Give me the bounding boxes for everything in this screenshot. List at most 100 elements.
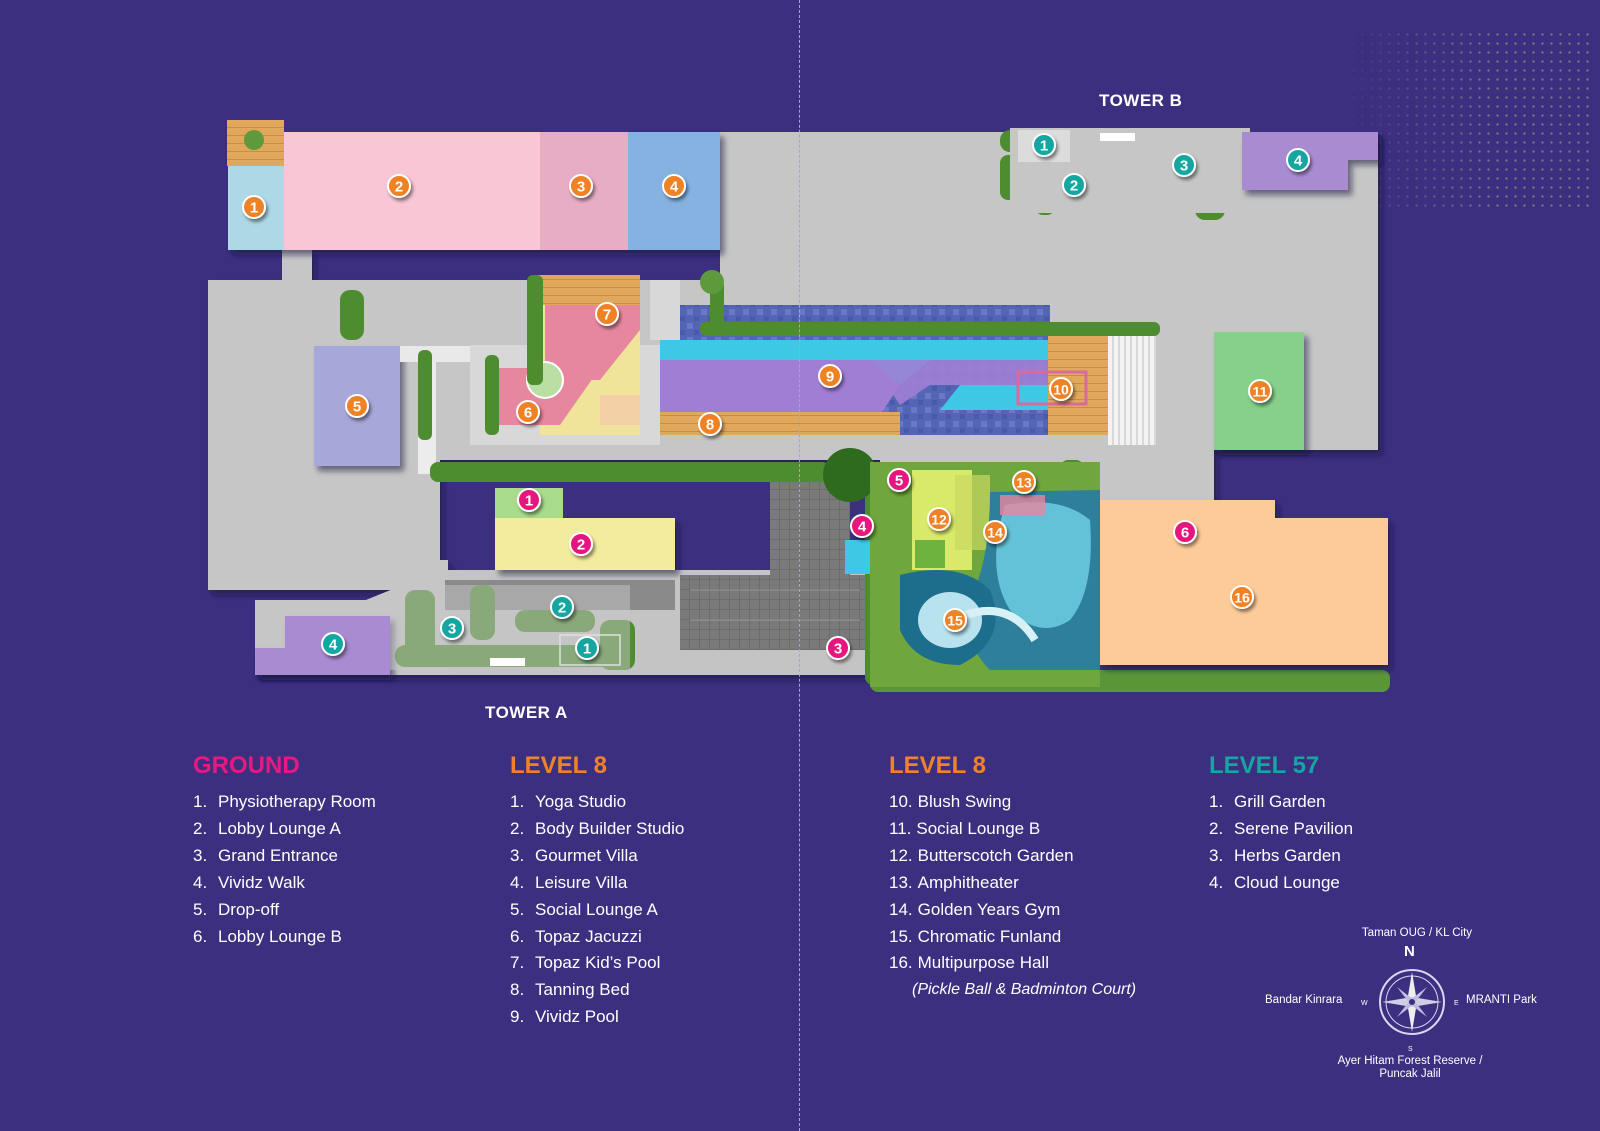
page-divider	[799, 0, 800, 1131]
multipurpose-hall-block	[1100, 500, 1388, 665]
map-marker-level57-a-1: 1	[575, 636, 599, 660]
legend-item-label: Butterscotch Garden	[917, 845, 1074, 865]
map-marker-ground-4: 4	[850, 514, 874, 538]
legend-item-number: 4.	[1209, 872, 1224, 892]
legend-item: 6. Topaz Jacuzzi	[510, 924, 684, 951]
legend-item-number: 1.	[1209, 792, 1224, 811]
legend-item-label: Chromatic Funland	[917, 926, 1062, 946]
compass-south-label: Ayer Hitam Forest Reserve / Puncak Jalil	[1337, 1055, 1483, 1080]
legend-item-number: 5.	[510, 899, 525, 919]
map-marker-number: 8	[706, 417, 714, 434]
map-marker-ground-6: 6	[1173, 520, 1197, 544]
level8-studio-row	[228, 132, 720, 250]
tower-a-label: TOWER A	[485, 703, 568, 722]
map-marker-number: 4	[329, 637, 338, 654]
map-marker-number: 9	[826, 369, 834, 386]
tree	[700, 270, 724, 294]
map-marker-number: 16	[1234, 590, 1250, 606]
legend-item: 9. Vividz Pool	[510, 1004, 684, 1031]
legend-item-label: Topaz Jacuzzi	[535, 926, 642, 946]
legend-item-label: Drop-off	[218, 899, 280, 919]
map-marker-level57-b-4: 4	[1286, 148, 1310, 172]
legend-item: 6.Lobby Lounge B	[193, 924, 376, 951]
compass-east-label: MRANTI Park	[1466, 994, 1537, 1006]
map-marker-level8-1: 1	[242, 195, 266, 219]
legend-item: 4. Leisure Villa	[510, 870, 684, 897]
map-marker-number: 6	[524, 405, 532, 422]
legend-item-number: 9.	[510, 1007, 525, 1027]
legend-item: 12.Butterscotch Garden	[889, 843, 1136, 870]
legend-item-label: Lobby Lounge B	[218, 926, 342, 946]
legend-item: 1.Physiotherapy Room	[193, 789, 376, 816]
legend-item-number: 4.	[193, 872, 208, 892]
map-marker-level8-10: 10	[1049, 377, 1073, 401]
map-marker-number: 1	[583, 641, 591, 658]
legend-item-label: Leisure Villa	[535, 872, 628, 892]
legend-item: 11.Social Lounge B	[889, 816, 1136, 843]
map-marker-number: 4	[858, 519, 867, 536]
legend-item: 3.Gourmet Villa	[510, 843, 684, 870]
legend-item: 2.Lobby Lounge A	[193, 816, 376, 843]
legend-item-label: Physiotherapy Room	[218, 792, 376, 811]
compass-south-letter: S	[1408, 1046, 1413, 1053]
map-marker-number: 3	[834, 641, 842, 658]
map-marker-level8-16: 16	[1230, 585, 1254, 609]
map-marker-ground-2: 2	[569, 532, 593, 556]
map-marker-level8-6: 6	[516, 400, 540, 424]
map-marker-number: 2	[395, 179, 403, 196]
map-marker-number: 1	[525, 493, 533, 510]
legend-item-number: 6.	[510, 926, 525, 946]
legend-item-number: 4.	[510, 872, 525, 892]
legend-item-number: 10.	[889, 792, 913, 811]
legend-item-number: 1.	[510, 792, 525, 811]
legend-item: 7.Topaz Kid’s Pool	[510, 950, 684, 977]
map-marker-number: 7	[603, 307, 611, 324]
map-marker-number: 5	[895, 473, 903, 490]
map-marker-level57-a-3: 3	[440, 616, 464, 640]
map-marker-number: 10	[1053, 382, 1069, 398]
compass-rose-icon	[1379, 969, 1445, 1035]
map-marker-level57-b-2: 2	[1062, 173, 1086, 197]
legend-item: 5.Drop-off	[193, 897, 376, 924]
jacuzzi-court	[470, 275, 660, 445]
legend-item-number: 15.	[889, 926, 913, 946]
legend-item-label: Vividz Walk	[218, 872, 305, 892]
legend-item-number: 12.	[889, 845, 913, 865]
map-marker-level8-11: 11	[1248, 379, 1272, 403]
legend-item-label: Yoga Studio	[535, 792, 627, 811]
legend-item: 10.Blush Swing	[889, 789, 1136, 816]
compass-north-letter: N	[1404, 943, 1415, 960]
compass-west-letter: W	[1361, 1000, 1368, 1007]
legend-item: 3.Grand Entrance	[193, 843, 376, 870]
map-marker-number: 1	[250, 200, 258, 217]
legend-item: 1.Grill Garden	[1209, 789, 1353, 816]
legend-item: 14.Golden Years Gym	[889, 897, 1136, 924]
legend-level8a-title: LEVEL 8	[510, 752, 607, 779]
legend-item-number: 2.	[510, 818, 525, 838]
compass-north-label: Taman OUG / KL City	[1361, 927, 1473, 939]
legend-item-number: 8.	[510, 980, 525, 1000]
legend-item-label: Golden Years Gym	[917, 899, 1061, 919]
legend-item-label: Grand Entrance	[218, 845, 339, 865]
legend-item-number: 3.	[510, 845, 525, 865]
map-marker-level8-14: 14	[983, 520, 1007, 544]
large-tree	[823, 448, 877, 502]
map-marker-number: 4	[1294, 153, 1303, 170]
map-marker-number: 1	[1040, 138, 1048, 155]
legend-item: 4.Cloud Lounge	[1209, 870, 1353, 897]
map-marker-level57-b-3: 3	[1172, 153, 1196, 177]
map-marker-level8-2: 2	[387, 174, 411, 198]
legend-item-label: Vividz Pool	[535, 1007, 619, 1027]
map-marker-level8-12: 12	[927, 507, 951, 531]
map-marker-level8-13: 13	[1012, 470, 1036, 494]
decorative-dot-grid	[1340, 30, 1590, 210]
